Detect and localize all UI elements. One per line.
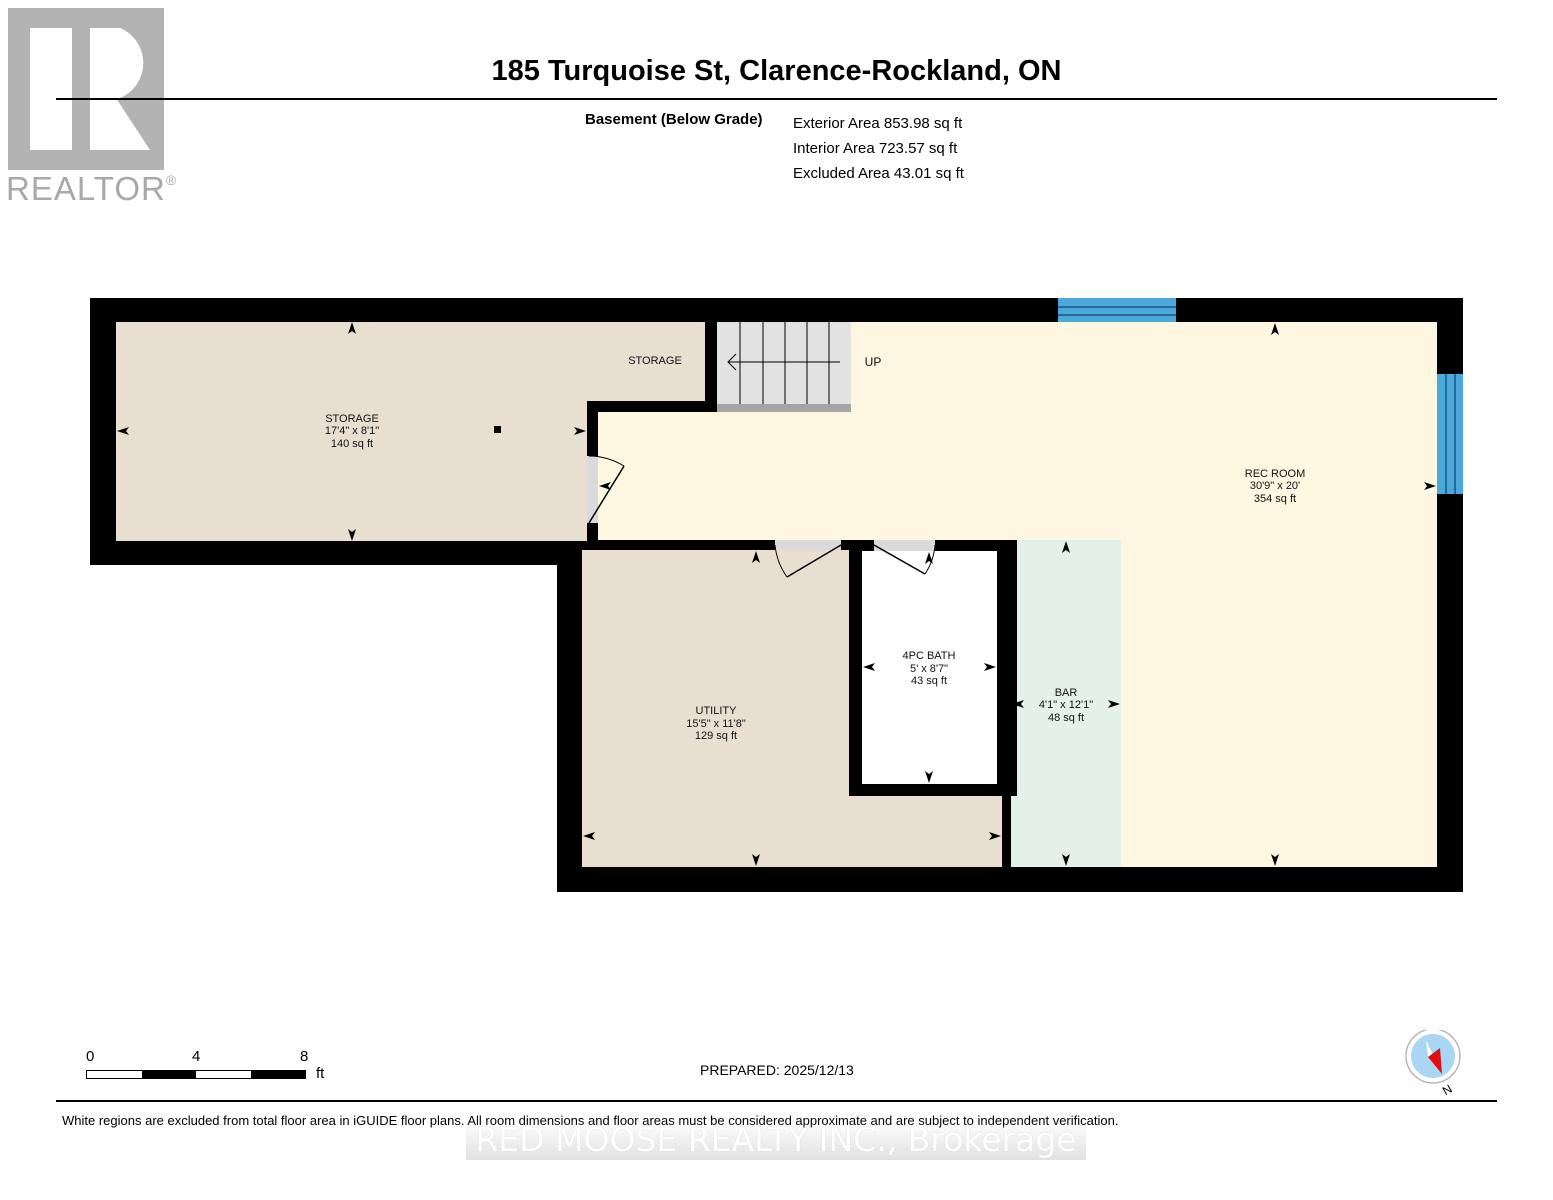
area-summary: Exterior Area 853.98 sq ft Interior Area… xyxy=(793,111,964,186)
door-bath[interactable] xyxy=(873,540,936,575)
scale-bar: 0 4 8 ft xyxy=(86,1048,324,1082)
staircase xyxy=(717,322,851,412)
dimension-arrows xyxy=(117,322,1436,866)
brokerage-watermark: RED MOOSE REALTY INC., Brokerage xyxy=(466,1120,1086,1160)
svg-text:30'9" x 20': 30'9" x 20' xyxy=(1250,480,1300,492)
svg-text:4'1" x 12'1": 4'1" x 12'1" xyxy=(1039,699,1093,711)
window-top xyxy=(1058,298,1176,322)
room-label-4pc-bath: 4PC BATH 5' x 8'7" 43 sq ft xyxy=(903,650,956,687)
room-rec-room xyxy=(598,322,1437,867)
support-column xyxy=(494,426,501,433)
room-4pc-bath xyxy=(862,551,997,784)
scale-unit: ft xyxy=(316,1065,325,1082)
prepared-date: PREPARED: 2025/12/13 xyxy=(700,1062,854,1078)
compass-north-label: N xyxy=(1440,1082,1455,1098)
stairs-up-label: UP xyxy=(865,355,882,369)
svg-text:STORAGE: STORAGE xyxy=(628,355,682,367)
door-storage[interactable] xyxy=(587,455,625,524)
svg-text:REC ROOM: REC ROOM xyxy=(1245,468,1306,480)
page-title: 185 Turquoise St, Clarence-Rockland, ON xyxy=(491,55,1062,87)
floor-label: Basement (Below Grade) xyxy=(585,111,763,128)
compass-icon: N xyxy=(1405,1028,1461,1098)
realtor-logo xyxy=(8,8,164,170)
room-storage-small xyxy=(587,322,705,401)
footer-divider xyxy=(56,1100,1497,1102)
excluded-area: Excluded Area 43.01 sq ft xyxy=(793,165,964,182)
room-label-storage-main: STORAGE 17'4" x 8'1" 140 sq ft xyxy=(325,413,379,450)
room-label-storage-small: STORAGE xyxy=(628,355,682,367)
scale-bar-graphic xyxy=(86,1070,306,1079)
scale-tick-8: 8 xyxy=(300,1048,309,1065)
door-utility[interactable] xyxy=(774,540,842,578)
interior-area: Interior Area 723.57 sq ft xyxy=(793,140,958,157)
svg-text:48 sq ft: 48 sq ft xyxy=(1048,712,1084,724)
svg-text:STORAGE: STORAGE xyxy=(325,413,379,425)
svg-text:5' x 8'7": 5' x 8'7" xyxy=(910,663,948,675)
svg-text:129 sq ft: 129 sq ft xyxy=(695,730,737,742)
svg-text:UTILITY: UTILITY xyxy=(696,705,738,717)
svg-text:BAR: BAR xyxy=(1055,687,1078,699)
realtor-r-icon xyxy=(8,8,164,170)
room-label-bar: BAR 4'1" x 12'1" 48 sq ft xyxy=(1039,687,1093,724)
scale-tick-4: 4 xyxy=(192,1048,201,1065)
exterior-area: Exterior Area 853.98 sq ft xyxy=(793,115,963,132)
svg-text:43 sq ft: 43 sq ft xyxy=(911,675,947,687)
room-label-utility: UTILITY 15'5" x 11'8" 129 sq ft xyxy=(686,705,746,742)
scale-tick-0: 0 xyxy=(86,1048,95,1065)
svg-text:354 sq ft: 354 sq ft xyxy=(1254,493,1296,505)
svg-text:140 sq ft: 140 sq ft xyxy=(331,438,373,450)
svg-text:17'4" x 8'1": 17'4" x 8'1" xyxy=(325,425,379,437)
room-storage-main xyxy=(116,322,587,541)
room-bar xyxy=(1011,540,1121,867)
svg-text:4PC BATH: 4PC BATH xyxy=(903,650,956,662)
compass: N xyxy=(1405,1028,1465,1105)
svg-text:15'5" x 11'8": 15'5" x 11'8" xyxy=(686,718,746,730)
realtor-wordmark: REALTOR® xyxy=(6,170,178,207)
header-divider xyxy=(56,98,1497,100)
window-right xyxy=(1437,374,1463,494)
room-label-rec-room: REC ROOM 30'9" x 20' 354 sq ft xyxy=(1245,468,1306,505)
